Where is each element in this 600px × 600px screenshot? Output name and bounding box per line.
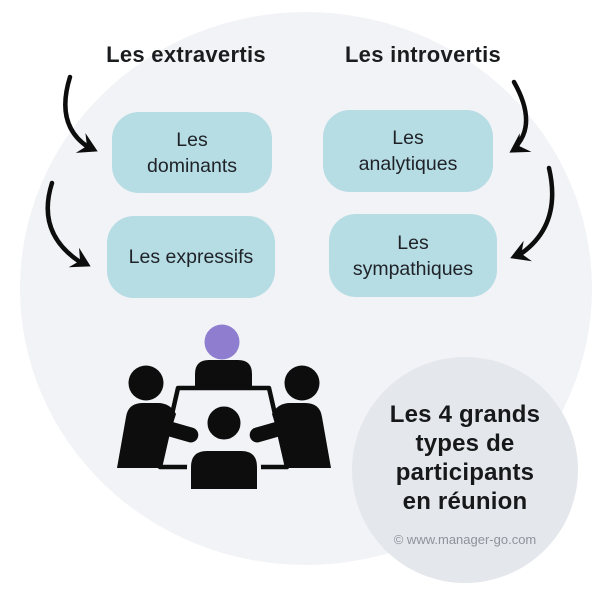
type-box-sympathiques: Les sympathiques (329, 214, 497, 297)
right-person-icon (249, 365, 331, 468)
left-person-icon (117, 365, 199, 468)
copyright-text: © www.manager-go.com (393, 531, 537, 547)
badge-circle: Les 4 grands types de participants en ré… (352, 357, 578, 583)
purple-head-icon (204, 324, 240, 360)
type-box-expressifs: Les expressifs (107, 216, 275, 298)
front-person-icon (187, 402, 261, 493)
heading-extraverts: Les extravertis (106, 42, 266, 67)
meeting-table-icon (117, 324, 331, 493)
type-box-analytiques: Les analytiques (323, 110, 493, 192)
heading-introverts: Les introvertis (344, 42, 502, 67)
type-box-dominants: Les dominants (112, 112, 272, 193)
badge-title: Les 4 grands types de participants en ré… (389, 400, 541, 515)
